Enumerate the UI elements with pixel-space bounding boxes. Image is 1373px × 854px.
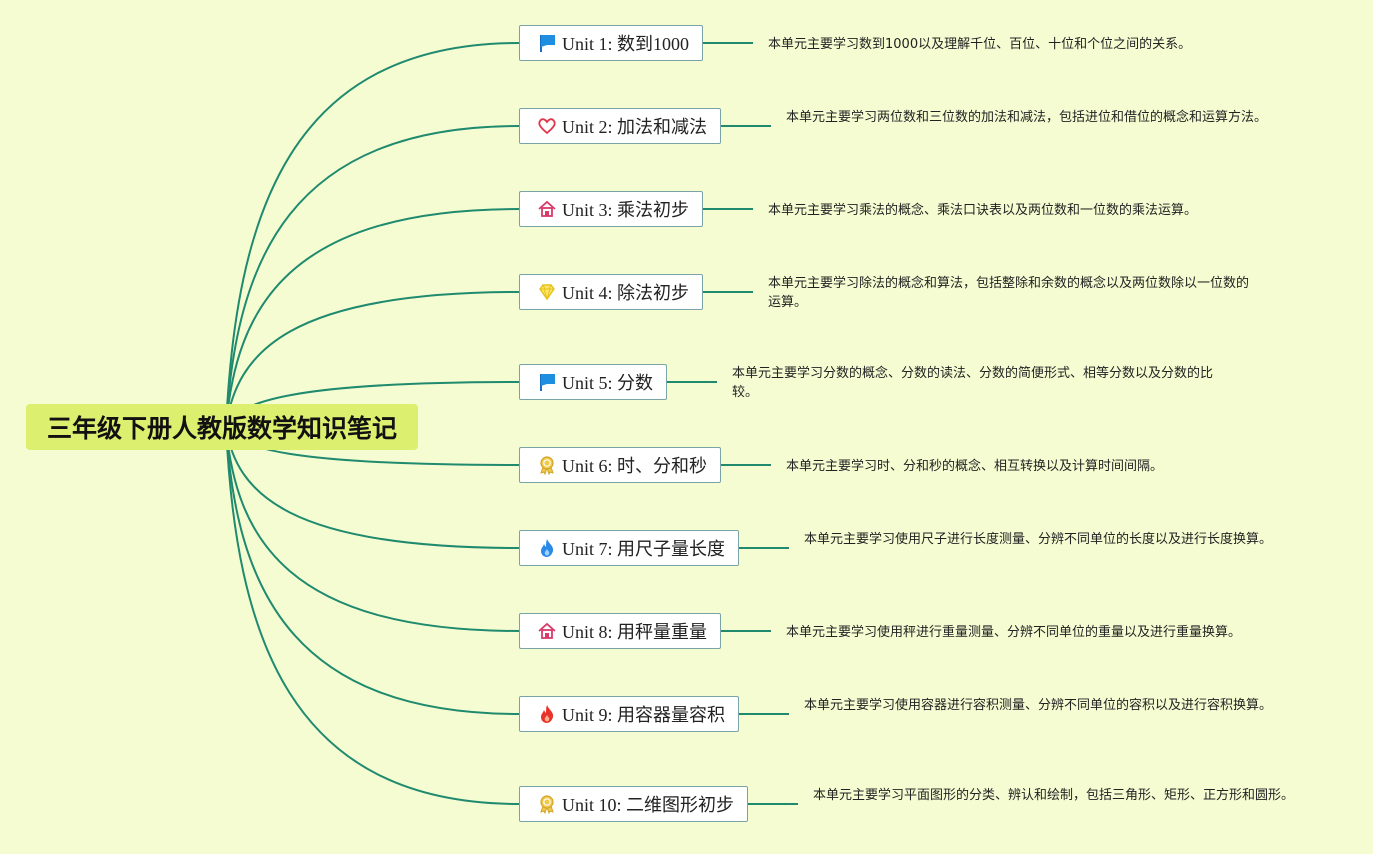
unit-label: Unit 8: 用秤量重量	[562, 622, 708, 642]
unit-description-8: 本单元主要学习使用秤进行重量测量、分辨不同单位的重量以及进行重量换算。	[786, 625, 1242, 640]
edge-root-unit-2	[225, 125, 520, 428]
unit-description-5: 本单元主要学习分数的概念、分数的读法、分数的简便形式、相等分数以及分数的比较。	[732, 366, 1214, 400]
unit-description-3: 本单元主要学习乘法的概念、乘法口诀表以及两位数和一位数的乘法运算。	[768, 203, 1198, 218]
unit-description-2: 本单元主要学习两位数和三位数的加法和减法，包括进位和借位的概念和运算方法。	[786, 110, 1268, 125]
unit-node-7[interactable]: Unit 7: 用尺子量长度	[519, 530, 739, 566]
unit-label: Unit 4: 除法初步	[562, 283, 690, 303]
unit-label: Unit 5: 分数	[562, 373, 654, 393]
unit-node-10[interactable]: Unit 10: 二维图形初步	[519, 786, 748, 822]
unit-node-6[interactable]: Unit 6: 时、分和秒	[519, 447, 721, 483]
award-icon	[536, 454, 558, 476]
edge-root-unit-7	[225, 426, 520, 549]
root-title: 三年级下册人教版数学知识笔记	[46, 414, 397, 443]
flame-red-icon	[536, 703, 558, 725]
edge-root-unit-1	[225, 42, 520, 428]
edge-root-unit-9	[225, 426, 520, 715]
unit-label: Unit 2: 加法和减法	[562, 117, 708, 137]
unit-description-10: 本单元主要学习平面图形的分类、辨认和绘制，包括三角形、矩形、正方形和圆形。	[813, 788, 1295, 803]
edge-root-unit-4	[225, 291, 520, 428]
unit-description-7: 本单元主要学习使用尺子进行长度测量、分辨不同单位的长度以及进行长度换算。	[804, 532, 1273, 547]
unit-label: Unit 6: 时、分和秒	[562, 456, 708, 476]
unit-description-1: 本单元主要学习数到1000以及理解千位、百位、十位和个位之间的关系。	[768, 37, 1192, 52]
unit-label: Unit 9: 用容器量容积	[562, 705, 726, 725]
edge-root-unit-3	[225, 208, 520, 428]
flag-icon	[536, 32, 558, 54]
edge-root-unit-8	[225, 426, 520, 632]
unit-label: Unit 1: 数到1000	[562, 34, 690, 54]
unit-label: Unit 7: 用尺子量长度	[562, 539, 726, 559]
unit-description-9: 本单元主要学习使用容器进行容积测量、分辨不同单位的容积以及进行容积换算。	[804, 698, 1273, 713]
unit-description-6: 本单元主要学习时、分和秒的概念、相互转换以及计算时间间隔。	[786, 459, 1164, 474]
edge-root-unit-10	[225, 426, 520, 805]
unit-node-3[interactable]: Unit 3: 乘法初步	[519, 191, 703, 227]
home-icon	[536, 198, 558, 220]
root-topic[interactable]: 三年级下册人教版数学知识笔记	[26, 404, 418, 450]
diamond-icon	[536, 281, 558, 303]
flame-blue-icon	[536, 537, 558, 559]
unit-node-8[interactable]: Unit 8: 用秤量重量	[519, 613, 721, 649]
unit-label: Unit 3: 乘法初步	[562, 200, 690, 220]
heart-icon	[536, 115, 558, 137]
unit-node-2[interactable]: Unit 2: 加法和减法	[519, 108, 721, 144]
home-icon	[536, 620, 558, 642]
unit-description-4: 本单元主要学习除法的概念和算法，包括整除和余数的概念以及两位数除以一位数的运算。	[768, 276, 1250, 310]
unit-node-5[interactable]: Unit 5: 分数	[519, 364, 667, 400]
unit-label: Unit 10: 二维图形初步	[562, 795, 735, 815]
unit-node-1[interactable]: Unit 1: 数到1000	[519, 25, 703, 61]
flag-icon	[536, 371, 558, 393]
award-icon	[536, 793, 558, 815]
unit-node-9[interactable]: Unit 9: 用容器量容积	[519, 696, 739, 732]
unit-node-4[interactable]: Unit 4: 除法初步	[519, 274, 703, 310]
